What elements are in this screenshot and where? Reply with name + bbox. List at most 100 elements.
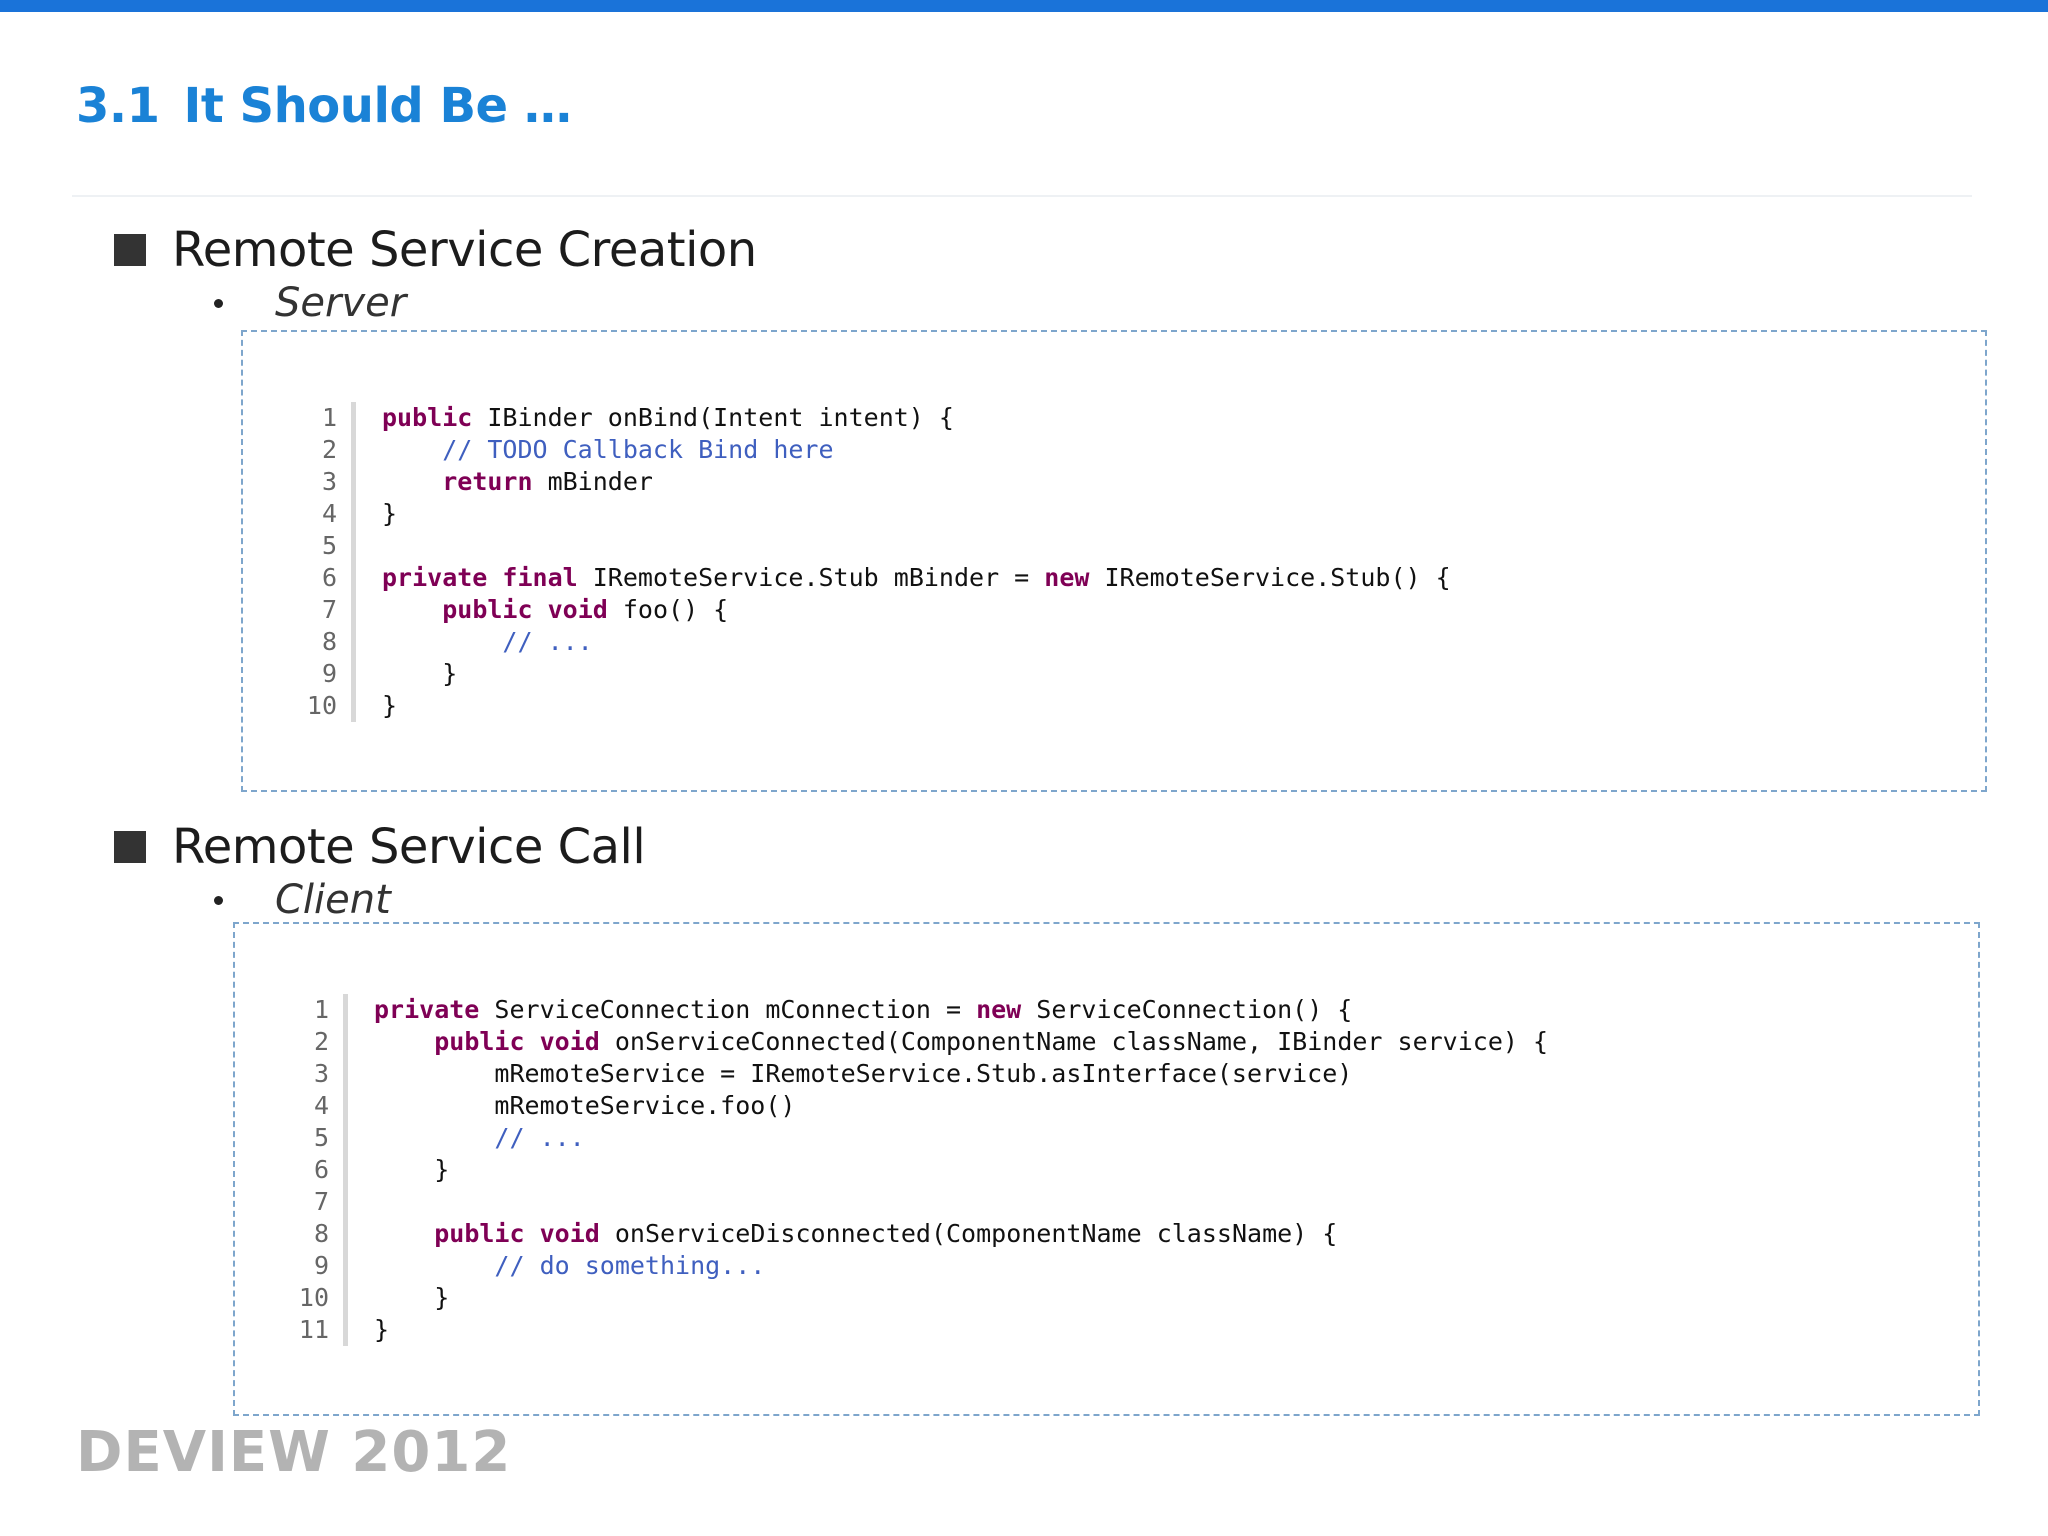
code-line: 6 } bbox=[279, 1154, 1548, 1186]
sub-item-label: Client bbox=[275, 877, 391, 923]
code-gutter bbox=[343, 1058, 348, 1090]
code-text: mRemoteService.foo() bbox=[374, 1090, 795, 1122]
code-text: } bbox=[382, 658, 457, 690]
code-gutter bbox=[351, 594, 356, 626]
code-token: foo() { bbox=[607, 595, 729, 624]
code-token: IRemoteService.Stub() { bbox=[1089, 563, 1451, 592]
line-number: 9 bbox=[321, 659, 337, 688]
code-text: } bbox=[374, 1282, 449, 1314]
line-number: 10 bbox=[306, 691, 337, 720]
code-line: 10 } bbox=[279, 1282, 1548, 1314]
line-number: 11 bbox=[298, 1315, 329, 1344]
section-heading-text: Remote Service Creation bbox=[172, 222, 757, 278]
dot-bullet-icon bbox=[214, 895, 223, 905]
code-line: 7 public void foo() { bbox=[287, 594, 1451, 626]
line-number: 2 bbox=[313, 1027, 329, 1056]
code-text: public void onServiceDisconnected(Compon… bbox=[374, 1218, 1337, 1250]
code-token bbox=[382, 467, 442, 496]
code-keyword: private bbox=[382, 563, 488, 592]
code-gutter bbox=[343, 1122, 348, 1154]
code-text: private ServiceConnection mConnection = … bbox=[374, 994, 1352, 1026]
code-token: } bbox=[382, 691, 398, 720]
line-number: 3 bbox=[313, 1059, 329, 1088]
code-keyword: void bbox=[547, 595, 608, 624]
code-token bbox=[525, 1027, 540, 1056]
line-number: 9 bbox=[313, 1251, 329, 1280]
line-number: 5 bbox=[321, 531, 337, 560]
code-token: onServiceDisconnected(ComponentName clas… bbox=[599, 1219, 1338, 1248]
code-token: } bbox=[374, 1155, 450, 1184]
code-line: 1 public IBinder onBind(Intent intent) { bbox=[287, 402, 1451, 434]
code-line: 3 mRemoteService = IRemoteService.Stub.a… bbox=[279, 1058, 1548, 1090]
code-keyword: void bbox=[539, 1219, 600, 1248]
code-gutter bbox=[343, 1026, 348, 1058]
code-line: 7 bbox=[279, 1186, 1548, 1218]
code-text: return mBinder bbox=[382, 466, 653, 498]
code-token bbox=[374, 1219, 434, 1248]
code-gutter bbox=[351, 498, 356, 530]
code-text: private final IRemoteService.Stub mBinde… bbox=[382, 562, 1451, 594]
code-keyword: public bbox=[442, 595, 533, 624]
code-gutter bbox=[351, 690, 356, 722]
square-bullet-icon bbox=[114, 234, 146, 266]
line-number: 6 bbox=[313, 1155, 329, 1184]
line-number: 2 bbox=[321, 435, 337, 464]
line-number: 1 bbox=[321, 403, 337, 432]
code-keyword: new bbox=[976, 995, 1022, 1024]
code-keyword: new bbox=[1044, 563, 1090, 592]
code-gutter bbox=[343, 1218, 348, 1250]
code-gutter bbox=[343, 1314, 348, 1346]
code-token bbox=[487, 563, 502, 592]
code-line: 6 private final IRemoteService.Stub mBind… bbox=[287, 562, 1451, 594]
code-line: 10} bbox=[287, 690, 1451, 722]
sub-item-label: Server bbox=[275, 280, 407, 326]
code-comment: // ... bbox=[374, 1123, 585, 1152]
code-gutter bbox=[351, 658, 356, 690]
slide-number: 3.1 bbox=[76, 78, 160, 134]
line-number: 1 bbox=[313, 995, 329, 1024]
code-text: mRemoteService = IRemoteService.Stub.asI… bbox=[374, 1058, 1352, 1090]
line-number: 6 bbox=[321, 563, 337, 592]
code-text: } bbox=[382, 690, 397, 722]
code-gutter bbox=[343, 1186, 348, 1218]
code-lines-server: 1 public IBinder onBind(Intent intent) { 2… bbox=[287, 402, 1451, 722]
code-gutter bbox=[351, 562, 356, 594]
line-number: 10 bbox=[298, 1283, 329, 1312]
code-token: IRemoteService.Stub mBinder = bbox=[577, 563, 1045, 592]
code-text: // TODO Callback Bind here bbox=[382, 434, 833, 466]
code-token: ServiceConnection mConnection = bbox=[479, 995, 977, 1024]
code-gutter bbox=[343, 1282, 348, 1314]
line-number: 4 bbox=[321, 499, 337, 528]
section-heading-text: Remote Service Call bbox=[172, 819, 646, 875]
code-token bbox=[382, 595, 442, 624]
code-text: } bbox=[374, 1154, 449, 1186]
code-line: 8 public void onServiceDisconnected(Comp… bbox=[279, 1218, 1548, 1250]
code-gutter bbox=[351, 530, 356, 562]
line-number: 3 bbox=[321, 467, 337, 496]
slide-title-text: It Should Be … bbox=[183, 78, 572, 134]
code-keyword: return bbox=[442, 467, 533, 496]
code-text: } bbox=[382, 498, 397, 530]
line-number: 7 bbox=[321, 595, 337, 624]
code-token: } bbox=[374, 1315, 390, 1344]
code-text: } bbox=[374, 1314, 389, 1346]
code-text: // ... bbox=[374, 1122, 585, 1154]
line-number: 8 bbox=[321, 627, 337, 656]
code-gutter bbox=[343, 1250, 348, 1282]
code-token: ServiceConnection() { bbox=[1021, 995, 1353, 1024]
code-keyword: void bbox=[539, 1027, 600, 1056]
code-keyword: private bbox=[374, 995, 480, 1024]
top-accent-bar bbox=[0, 0, 2048, 12]
code-text: public IBinder onBind(Intent intent) { bbox=[382, 402, 954, 434]
code-line: 1 private ServiceConnection mConnection =… bbox=[279, 994, 1548, 1026]
code-keyword: public bbox=[434, 1027, 525, 1056]
section-heading-remote-service-creation: Remote Service Creation bbox=[114, 222, 757, 278]
code-line: 9 } bbox=[287, 658, 1451, 690]
code-block-server: 1 public IBinder onBind(Intent intent) { 2… bbox=[241, 330, 1987, 792]
sub-item-client: Client bbox=[214, 877, 391, 923]
code-line: 9 // do something... bbox=[279, 1250, 1548, 1282]
code-line: 2 public void onServiceConnected(Compone… bbox=[279, 1026, 1548, 1058]
code-keyword: public bbox=[434, 1219, 525, 1248]
code-line: 8 // ... bbox=[287, 626, 1451, 658]
code-text: public void foo() { bbox=[382, 594, 728, 626]
